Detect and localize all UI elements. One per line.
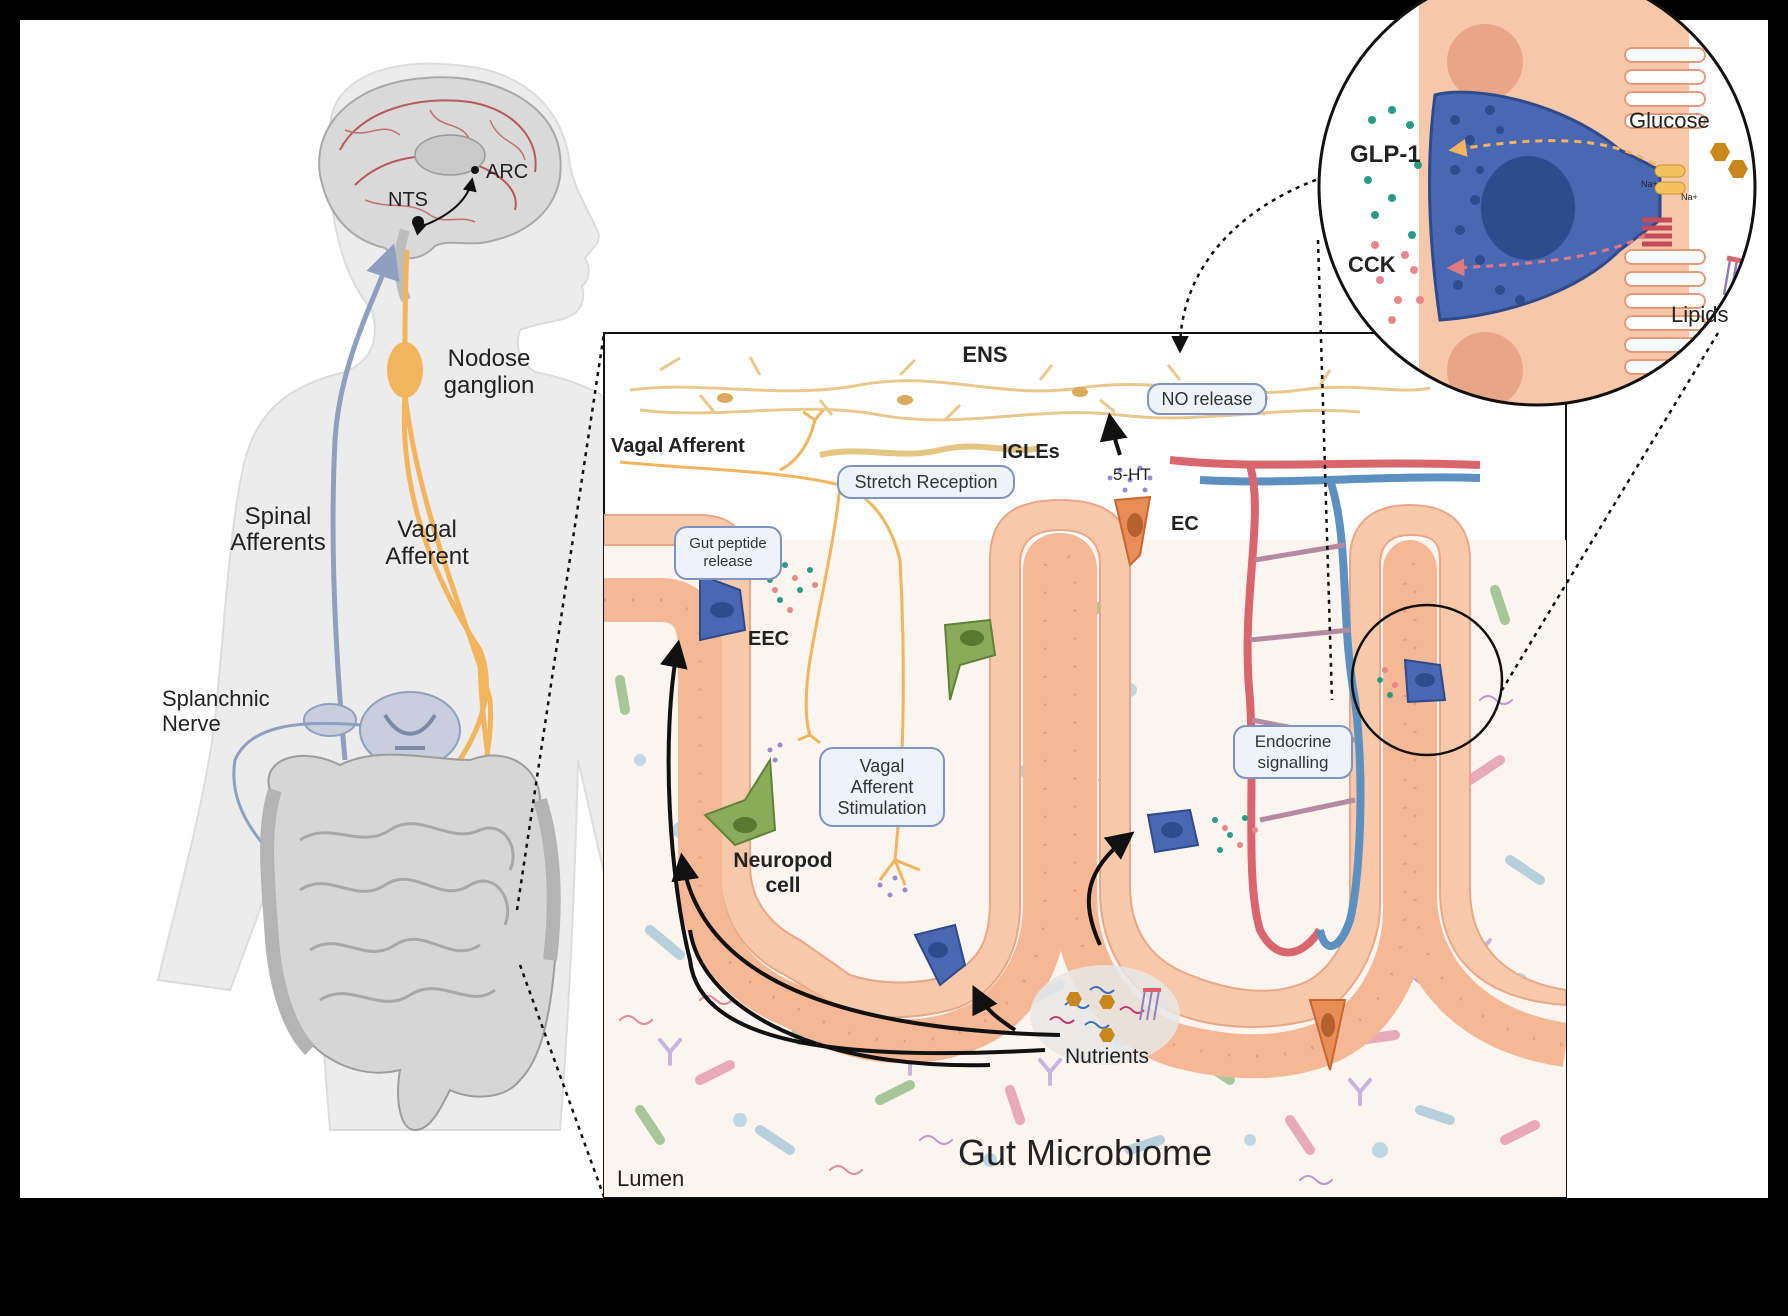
na-plus-label-1: Na+ xyxy=(1641,179,1658,189)
neuropod-label-line1: Neuropod xyxy=(733,849,832,872)
stretch-reception-box: Stretch Reception xyxy=(837,465,1015,499)
nutrients-cluster xyxy=(1030,965,1180,1065)
five-ht-label: 5-HT xyxy=(1113,465,1151,484)
endocrine-label-line2: signalling xyxy=(1258,753,1329,772)
eec-cell-villus xyxy=(913,923,967,987)
splanchnic-label-line2: Nerve xyxy=(162,711,221,736)
intestines xyxy=(260,753,561,1132)
eec-cell-right-villus xyxy=(1146,808,1200,854)
no-release-box: NO release xyxy=(1147,383,1267,415)
cck-label: CCK xyxy=(1348,252,1396,277)
vagal-afferent-fibers xyxy=(619,409,921,886)
zoom-inset xyxy=(1317,0,1757,407)
ec-cell-top xyxy=(1113,495,1152,567)
nts-dot xyxy=(412,216,424,228)
eec-cell-circled xyxy=(1403,658,1447,704)
vas-label-line1: Vagal xyxy=(860,756,905,776)
eec-cell-left xyxy=(699,573,747,642)
splanchnic-label-line1: Splanchnic xyxy=(162,686,270,711)
neuropod-label-line2: cell xyxy=(765,874,800,897)
nodose-ganglion xyxy=(387,342,423,398)
endocrine-signalling-box: Endocrine signalling xyxy=(1233,725,1353,779)
gut-peptide-label-line1: Gut peptide xyxy=(689,535,767,552)
gut-microbiome-label: Gut Microbiome xyxy=(958,1132,1212,1173)
arc-dot xyxy=(471,166,479,174)
gut-peptide-release-box: Gut peptide release xyxy=(674,526,782,580)
na-plus-label-2: Na+ xyxy=(1681,192,1698,202)
zoom-line-top xyxy=(515,332,606,911)
neuropod-cell-right xyxy=(943,618,997,701)
gut-peptide-label-line2: release xyxy=(703,553,752,570)
vagal-afferent-stimulation-box: Vagal Afferent Stimulation xyxy=(819,747,945,827)
signal-arrows xyxy=(660,412,1135,1068)
nodose-label-line1: Nodose xyxy=(448,345,531,372)
glp1-label: GLP-1 xyxy=(1350,141,1421,168)
zoom-line-right xyxy=(1500,332,1720,691)
ens-label: ENS xyxy=(962,342,1007,367)
ec-cell-bottom xyxy=(1308,999,1347,1071)
endocrine-label-line1: Endocrine xyxy=(1255,732,1332,751)
lumen-label: Lumen xyxy=(617,1166,684,1191)
igles-label: IGLEs xyxy=(1002,441,1060,463)
stretch-reception-label: Stretch Reception xyxy=(854,472,997,492)
lipids-label: Lipids xyxy=(1671,302,1728,327)
ec-label: EC xyxy=(1171,513,1199,535)
vagal-afferent-panel-label: Vagal Afferent xyxy=(611,435,745,457)
nodose-label-line2: ganglion xyxy=(444,372,535,399)
neuropod-cell-left xyxy=(703,756,777,847)
no-release-label: NO release xyxy=(1161,389,1252,409)
eec-highlight-circle xyxy=(1350,603,1504,757)
spinal-afferents-label-line2: Afferents xyxy=(230,529,326,556)
brain xyxy=(318,76,562,302)
glucose-label: Glucose xyxy=(1629,108,1710,133)
hormone-particles xyxy=(767,465,1398,898)
vas-label-line2: Afferent xyxy=(851,777,914,797)
glp1-to-ens-arrow xyxy=(1171,172,1334,354)
eec-label: EEC xyxy=(748,628,789,650)
arc-label: ARC xyxy=(486,161,528,183)
nts-label: NTS xyxy=(388,189,428,211)
spinal-cord xyxy=(303,691,461,769)
spinal-afferents-label-line1: Spinal xyxy=(245,503,312,530)
intestinal-villi xyxy=(604,498,1566,1079)
nutrients-label: Nutrients xyxy=(1065,1045,1149,1068)
spinal-afferents-arrow xyxy=(330,243,400,761)
gut-panel xyxy=(603,332,1567,1198)
blood-vessels xyxy=(1169,456,1481,957)
vagal-afferent-body-label-line2: Afferent xyxy=(385,543,469,570)
vas-label-line3: Stimulation xyxy=(837,798,926,818)
vagal-afferent-body-label-line1: Vagal xyxy=(397,516,457,543)
